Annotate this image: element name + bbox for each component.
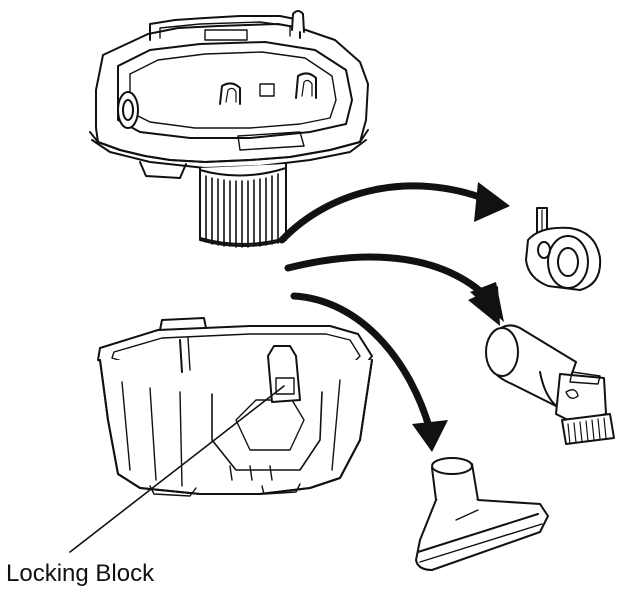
locking-block-label: Locking Block — [6, 560, 155, 587]
tank-icon — [97, 317, 373, 497]
filter-icon — [199, 163, 287, 248]
vacuum-head-icon — [89, 10, 369, 179]
caster-icon — [525, 207, 602, 291]
arrow-to-nozzle-icon — [290, 292, 448, 452]
arrow-to-brush-icon — [284, 253, 504, 326]
brush-icon — [485, 324, 615, 445]
callout-leader-line — [69, 385, 285, 553]
arrow-to-caster-icon — [278, 182, 510, 244]
floor-nozzle-icon — [415, 457, 549, 571]
